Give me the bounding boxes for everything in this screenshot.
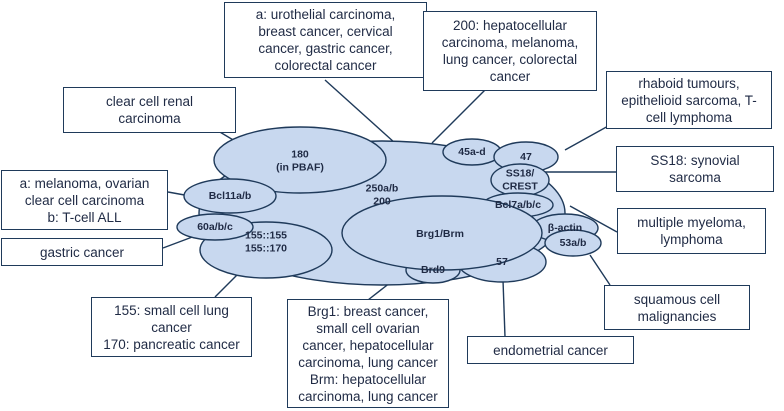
label-line: Bcl7a/b/c <box>495 199 541 211</box>
label-45: 45a-d <box>458 146 485 158</box>
label-line: 45a-d <box>458 146 485 158</box>
label-line: (in PBAF) <box>276 162 324 174</box>
label-line: 155::155 <box>245 230 287 242</box>
ellipse-180 <box>213 126 387 194</box>
label-line: β-actin <box>548 222 582 234</box>
label-47: 47 <box>520 151 532 163</box>
label-line: 155::170 <box>245 243 287 255</box>
annotation-155: 155: small cell lung cancer 170: pancrea… <box>91 297 252 357</box>
connector-gastric <box>162 235 196 249</box>
label-line: 60a/b/c <box>197 221 233 233</box>
annotation-myeloma: multiple myeloma, lymphoma <box>617 208 766 254</box>
ellipse-60 <box>176 213 254 241</box>
ellipse-bcl11 <box>183 178 277 214</box>
connector-a <box>324 79 396 144</box>
label-ss18-crest: SS18/CREST <box>502 168 538 193</box>
label-60: 60a/b/c <box>197 221 233 233</box>
annotation-clear-cell: clear cell renal carcinoma <box>63 87 236 133</box>
label-bactin: β-actin <box>548 222 582 234</box>
label-53: 53a/b <box>560 237 587 249</box>
connector-myeloma <box>569 205 618 233</box>
label-line: 180 <box>291 149 309 161</box>
label-line: 53a/b <box>560 237 587 249</box>
label-line: Brg1/Brm <box>416 228 464 240</box>
connector-squamous <box>589 254 611 286</box>
connector-endometrial <box>502 279 506 338</box>
label-brg1-brm: Brg1/Brm <box>416 228 464 240</box>
label-bcl11: Bcl11a/b <box>209 190 252 202</box>
label-brd9: Brd9 <box>421 264 445 276</box>
annotation-brg1: Brg1: breast cancer, small cell ovarian … <box>287 299 449 408</box>
label-bcl7: Bcl7a/b/c <box>495 199 541 211</box>
label-line: Brd9 <box>421 264 445 276</box>
label-180: 180(in PBAF) <box>276 149 324 174</box>
annotation-squamous: squamous cell malignancies <box>604 285 750 330</box>
annotation-rhaboid: rhaboid tumours, epithelioid sarcoma, T-… <box>606 71 772 129</box>
annotation-urothelial: a: urothelial carcinoma, breast cancer, … <box>224 2 427 78</box>
label-line: 57 <box>496 256 508 268</box>
connector-200 <box>431 89 486 144</box>
subunit-shapes <box>176 126 602 286</box>
label-line: 250a/b <box>366 183 399 195</box>
annotation-melanoma: a: melanoma, ovarian clear cell carcinom… <box>1 170 168 230</box>
ellipse-brg1 <box>341 195 543 271</box>
label-57: 57 <box>496 256 508 268</box>
ellipse-53 <box>544 229 602 257</box>
annotation-ss18: SS18: synovial sarcoma <box>616 146 774 192</box>
label-line: 200 <box>373 196 391 208</box>
label-line: 47 <box>520 151 532 163</box>
annotation-endometrial: endometrial cancer <box>467 336 634 364</box>
label-line: CREST <box>502 181 538 193</box>
connector-rhaboid <box>564 124 611 151</box>
label-line: SS18/ <box>506 168 535 180</box>
annotation-gastric: gastric cancer <box>1 238 163 266</box>
annotation-200: 200: hepatocellular carcinoma, melanoma,… <box>423 11 597 91</box>
label-line: Bcl11a/b <box>209 190 252 202</box>
